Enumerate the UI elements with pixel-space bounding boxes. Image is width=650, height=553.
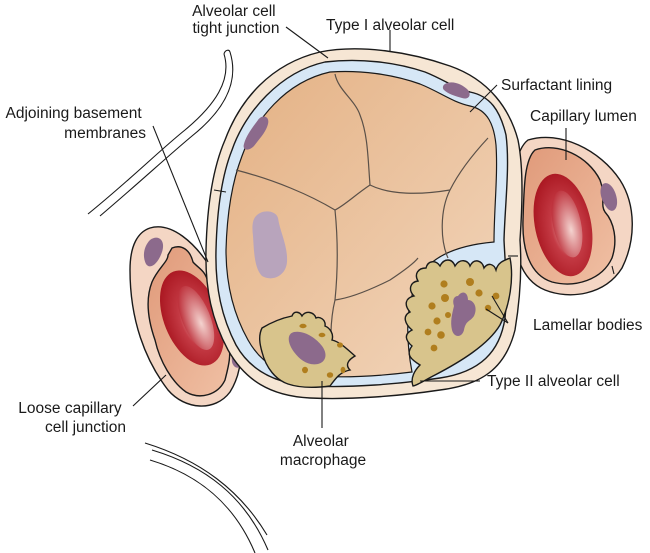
type1-nucleus (442, 82, 470, 99)
lamellar-bodies (424, 278, 500, 352)
leader-loose-junction (132, 374, 167, 407)
label-loose-junction: Loose capillary cell junction (18, 400, 126, 436)
leader-lamellar-b (485, 308, 509, 324)
macrophage-nucleus (288, 331, 326, 365)
macrophage-granules (299, 323, 346, 378)
label-lamellar-bodies: Lamellar bodies (533, 317, 643, 334)
nucleus (600, 183, 618, 211)
faded-nucleus (252, 211, 288, 279)
nucleus (143, 237, 164, 267)
label-surfactant-lining: Surfactant lining (501, 77, 612, 94)
leader-basement (152, 125, 209, 263)
leader-tight-junction (285, 26, 329, 59)
leader-lamellar-a (491, 295, 509, 324)
leader-lines (132, 26, 567, 428)
label-alveolar-macrophage: Alveolar macrophage (280, 433, 366, 469)
leader-surfactant (469, 84, 498, 113)
alveolar-macrophage (259, 311, 357, 389)
basement-membrane-strand-bottom (144, 442, 269, 553)
cell-boundaries (235, 73, 489, 376)
basement-membrane-strand-top (87, 49, 234, 217)
type2-nucleus (451, 292, 476, 336)
label-type2-alveolar-cell: Type II alveolar cell (487, 373, 620, 390)
right-capillary (512, 136, 633, 296)
type1-nucleus (243, 116, 269, 150)
label-basement-membranes: Adjoining basement membranes (6, 105, 147, 142)
label-tight-junction: Alveolar cell tight junction (192, 3, 280, 37)
label-capillary-lumen: Capillary lumen (530, 108, 637, 125)
label-type1-alveolar-cell: Type I alveolar cell (326, 17, 454, 34)
